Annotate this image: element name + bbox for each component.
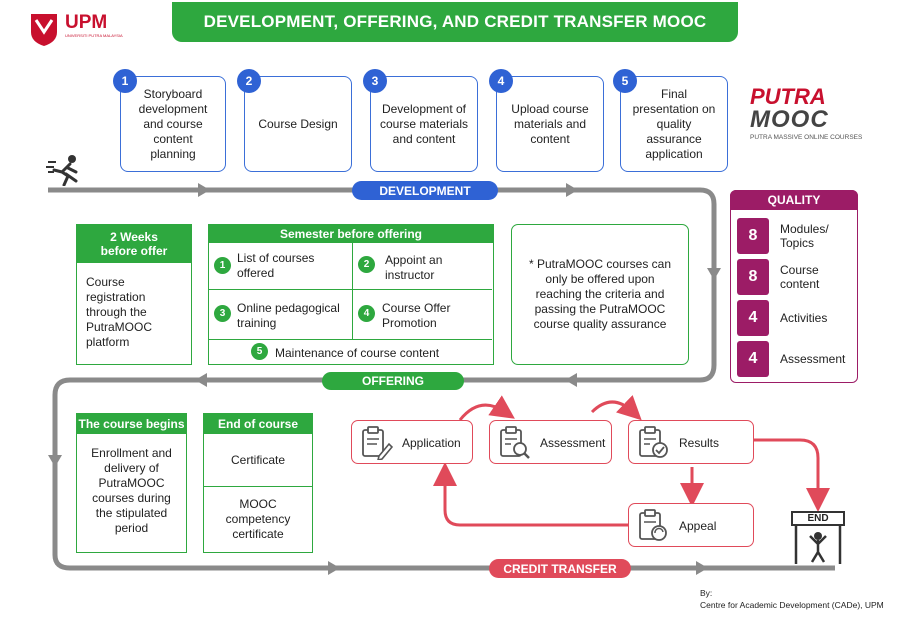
step-number: 3 [363,69,387,93]
semester-num: 3 [214,305,231,322]
semester-item-promotion: Course Offer Promotion [382,301,451,330]
quality-num: 8 [737,218,769,254]
quality-item-assessment: 4 Assessment [737,341,855,377]
quality-label: Activities [780,311,828,325]
dev-step-2: 2 Course Design [237,69,352,172]
step-number: 5 [613,69,637,93]
semester-item-maintenance: Maintenance of course content [275,346,440,360]
clipboard-refresh-icon [639,509,667,541]
certificate-item: Certificate [230,452,286,467]
credit-transfer-label: CREDIT TRANSFER [489,559,631,578]
quality-num: 4 [737,341,769,377]
upm-logo-subtext: UNIVERSITI PUTRA MALAYSIA [65,33,123,38]
two-weeks-body: Course registration through the PutraMOO… [86,275,153,349]
course-begins-box: The course begins Enrollment and deliver… [76,413,187,553]
two-weeks-box: 2 Weeks before offer Course registration… [76,224,192,365]
end-of-course-head: End of course [204,414,312,434]
quality-item-activities: 4 Activities [737,300,855,336]
two-weeks-head: 2 Weeks before offer [77,225,191,263]
step-text: Development of course materials and cont… [379,101,469,146]
quality-item-content: 8 Course content [737,259,855,295]
appeal-box: Appeal [628,503,754,547]
credits-by: By: [700,588,713,598]
brand-tagline: PUTRA MASSIVE ONLINE COURSES [750,134,863,141]
clipboard-magnifier-icon [500,426,530,459]
appeal-label: Appeal [679,519,717,533]
end-of-course-box: End of course Certificate MOOC competenc… [203,413,313,553]
course-begins-body: Enrollment and delivery of PutraMOOC cou… [91,446,172,535]
dev-step-4: 4 Upload course materials and content [489,69,604,172]
application-box: Application [351,420,473,464]
semester-num: 5 [251,343,268,360]
brand-putra: PUTRA [750,84,826,109]
results-label: Results [679,436,720,450]
results-box: Results [628,420,754,464]
upm-crest-icon [31,14,57,46]
semester-num: 2 [358,256,375,273]
end-sign: END [790,510,846,566]
quality-title: QUALITY [730,190,858,210]
step-text: Course Design [258,116,338,131]
course-begins-head: The course begins [77,414,186,434]
step-text: Storyboard development and course conten… [138,86,208,161]
dev-step-3: 3 Development of course materials and co… [363,69,478,172]
upm-logo-text: UPM [65,12,108,33]
credits-org: Centre for Academic Development (CADe), … [700,600,884,610]
semester-head: Semester before offering [209,225,493,243]
brand-mooc: MOOC [750,106,829,133]
quality-note-box: * PutraMOOC courses can only be offered … [511,224,689,365]
finish-sign-icon [791,511,845,564]
quality-num: 4 [737,300,769,336]
page-title: DEVELOPMENT, OFFERING, AND CREDIT TRANSF… [172,2,738,42]
semester-item-instructor: Appoint an instructor [385,253,443,282]
quality-label: Course content [780,263,820,291]
step-text: Final presentation on quality assurance … [632,86,716,161]
clipboard-pen-icon [362,426,393,460]
clipboard-check-icon [639,426,668,458]
quality-item-modules: 8 Modules/ Topics [737,218,855,254]
quality-num: 8 [737,259,769,295]
semester-item-courses: List of courses offered [237,251,315,280]
runner-icon [46,155,78,186]
quality-label: Modules/ Topics [780,222,829,250]
quality-note: * PutraMOOC courses can only be offered … [528,257,672,331]
dev-step-1: 1 Storyboard development and course cont… [113,69,226,172]
upm-logo: UPM UNIVERSITI PUTRA MALAYSIA [28,12,123,48]
end-label: END [807,513,829,524]
putramooc-logo: PUTRA MOOC PUTRA MASSIVE ONLINE COURSES [746,84,880,144]
semester-num: 4 [358,305,375,322]
dev-step-5: 5 Final presentation on quality assuranc… [613,69,728,172]
assessment-box: Assessment [489,420,612,464]
offering-label: OFFERING [322,372,464,390]
semester-box: Semester before offering 1 List of cours… [208,224,494,365]
step-text: Upload course materials and content [511,101,589,146]
step-number: 4 [489,69,513,93]
semester-item-training: Online pedagogical training [237,301,340,330]
semester-num: 1 [214,257,231,274]
quality-label: Assessment [780,352,846,366]
development-label: DEVELOPMENT [352,181,498,200]
step-number: 2 [237,69,261,93]
step-number: 1 [113,69,137,93]
competency-certificate-item: MOOC competency certificate [225,497,291,541]
assessment-label: Assessment [540,436,606,450]
application-label: Application [402,436,461,450]
